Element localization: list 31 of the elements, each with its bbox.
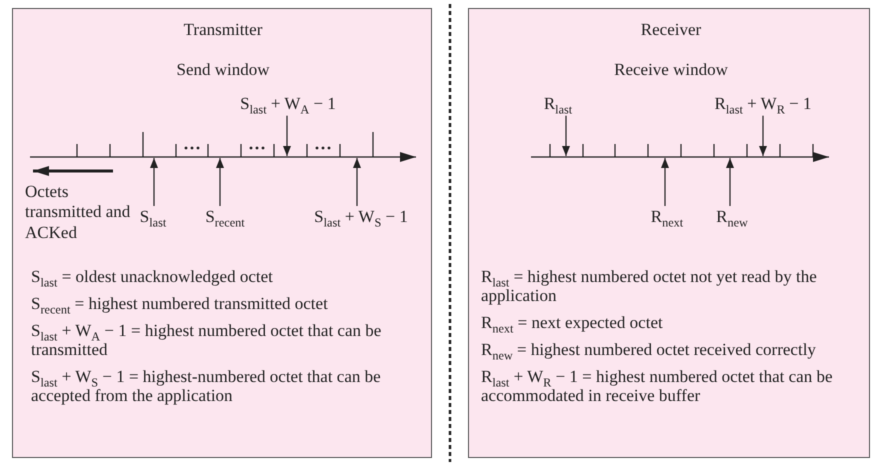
definition-text: S$_{last}$ = oldest unacknowledged octet (31, 267, 274, 286)
definition-text: S$_{last}$ + W$_{S}$ − 1 = highest-numbered octet that can be accepted from the application (31, 367, 382, 406)
pointer-label: R$_{new}$ (716, 208, 748, 227)
pointer-label: S$_{last}$ + W$_{S}$ − 1 (314, 208, 408, 227)
pointer-label: R$_{next}$ (650, 208, 684, 227)
pointer-label: S$_{last}$ (140, 208, 166, 227)
pointer-arrow (353, 158, 361, 206)
window-label: Receive window (614, 61, 728, 80)
pointer-arrow (150, 158, 158, 206)
pointer-arrow (661, 158, 669, 206)
pointer-label: R$_{last}$ (544, 95, 572, 114)
definition-text: R$_{next}$ = next expected octet (481, 313, 664, 332)
pointer-arrow (726, 158, 734, 206)
pointer-label: S$_{recent}$ (205, 208, 245, 227)
pointer-arrow (216, 158, 224, 206)
panel (12, 8, 432, 458)
direction-label: Octets transmitted and ACKed (25, 182, 132, 244)
window-label: Send window (176, 61, 270, 80)
panel (468, 8, 870, 458)
pointer-label: S$_{last}$ + W$_{A}$ − 1 (240, 95, 336, 114)
definition-text: R$_{new}$ = highest numbered octet received correctly (481, 340, 817, 360)
pointer-arrow (283, 116, 291, 156)
definition-text: S$_{recent}$ = highest numbered transmitted octet (31, 294, 329, 314)
panel-title: Transmitter (184, 21, 262, 40)
pointer-arrow (759, 116, 767, 156)
definition-text: S$_{last}$ + W$_{A}$ − 1 = highest numbered octet that can be transmitted (31, 321, 382, 360)
pointer-label: R$_{last}$ + W$_{R}$ − 1 (714, 95, 812, 114)
definition-text: R$_{last}$ + W$_{R}$ − 1 = highest numbered octet that can be accommodated in receive buffer (481, 367, 834, 406)
definition-text: R$_{last}$ = highest numbered octet not yet read by the application (481, 267, 818, 306)
pointer-arrow (562, 116, 570, 156)
panel-title: Receiver (640, 21, 702, 40)
